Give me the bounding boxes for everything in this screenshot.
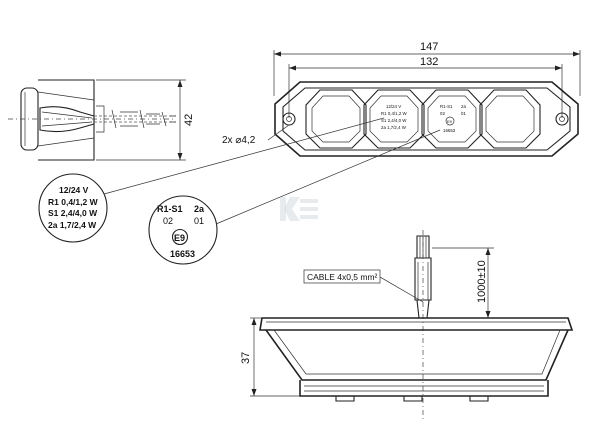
approval-code-right: 01: [194, 216, 204, 226]
front-view-flange: [259, 317, 574, 331]
svg-text:2a: 2a: [461, 104, 466, 109]
cable-label-box: [303, 269, 381, 284]
lens-cell-3: [421, 89, 483, 149]
front-view-body: [265, 329, 569, 381]
dimension-cable-length: 1000±10: [476, 260, 488, 303]
approval-callout-circle: [148, 195, 218, 265]
svg-text:02: 02: [440, 111, 445, 116]
svg-text:R1 0,4/1,2 W: R1 0,4/1,2 W: [381, 111, 407, 116]
svg-text:01: 01: [461, 111, 466, 116]
svg-text:S1 2,4/4,0 W: S1 2,4/4,0 W: [381, 118, 407, 123]
marking-callout: 12/24 V R1 0,4/1,2 W S1 2,4/4,0 W 2a 1,7…: [38, 117, 385, 243]
approval-code-left: 02: [163, 216, 173, 226]
marking-s1: S1 2,4/4,0 W: [48, 208, 98, 218]
svg-text:E9: E9: [447, 119, 453, 124]
top-view: 147 132 12/24 V: [222, 41, 581, 157]
approval-header-left: R1-S1: [157, 204, 183, 214]
svg-text:2a 1,7/2,4 W: 2a 1,7/2,4 W: [381, 125, 407, 130]
approval-callout: R1-S1 2a 02 01 E9 16653: [148, 129, 441, 265]
svg-text:16653: 16653: [443, 128, 456, 133]
marking-voltage: 12/24 V: [59, 185, 89, 195]
svg-text:R1-S1: R1-S1: [440, 104, 453, 109]
dimension-depth: 37: [240, 352, 252, 364]
top-view-housing: [274, 81, 579, 157]
lens-cell-2: [363, 89, 425, 149]
e-mark-circle-icon: E9: [171, 228, 189, 246]
svg-text:12/24 V: 12/24 V: [386, 104, 401, 109]
mounting-hole-right: [555, 112, 569, 126]
marking-2a: 2a 1,7/2,4 W: [48, 220, 97, 230]
dimension-overall-width: 147: [420, 41, 438, 53]
dimension-holes: 2x ⌀4,2: [222, 135, 256, 146]
cable: [414, 230, 432, 420]
lens-cell-4: [479, 89, 541, 149]
marking-r1: R1 0,4/1,2 W: [48, 197, 99, 207]
front-view: CABLE 4x0,5 mm² 1000±10 37: [240, 230, 574, 420]
side-view-housing: [38, 79, 95, 161]
cable-label: CABLE 4x0,5 mm²: [307, 272, 378, 282]
lens-cell-1: [305, 89, 367, 149]
lens-marking-approval: R1-S1 2a 02 01 E9 16653: [440, 104, 466, 133]
brand-logo-watermark-icon: [280, 197, 318, 221]
dimension-hole-spacing: 132: [420, 56, 438, 68]
approval-number: 16653: [170, 249, 195, 259]
marking-callout-circle: [38, 173, 108, 243]
svg-text:E9: E9: [174, 233, 185, 243]
side-view: 42: [8, 79, 195, 161]
front-view-lens: [299, 380, 549, 397]
dimension-height: 42: [183, 114, 195, 126]
lens-marking-electrical: 12/24 V R1 0,4/1,2 W S1 2,4/4,0 W 2a 1,7…: [381, 104, 407, 130]
approval-header-right: 2a: [194, 204, 205, 214]
